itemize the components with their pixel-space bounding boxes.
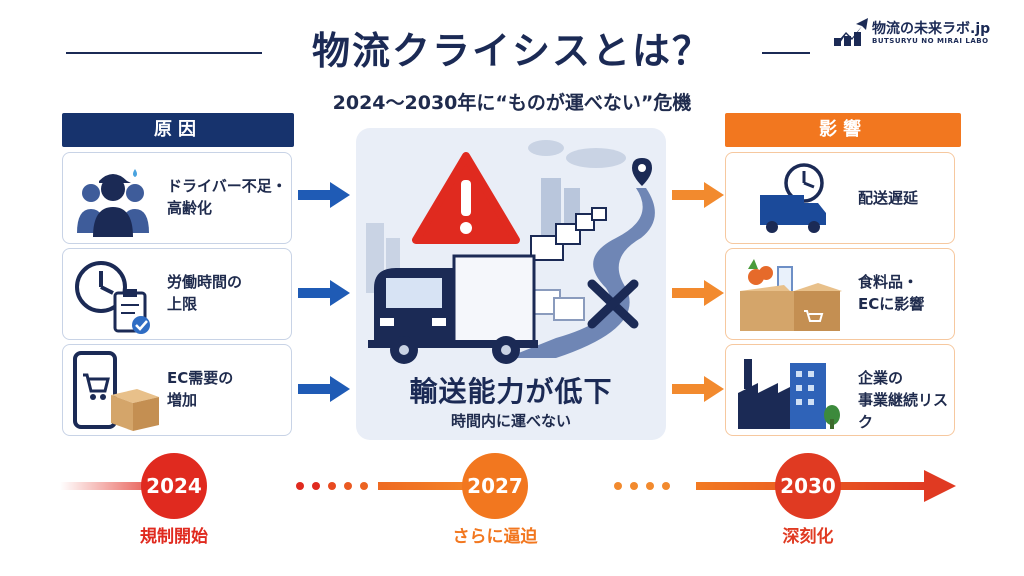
title-rule-right bbox=[762, 52, 810, 54]
cause-label-1: ドライバー不足・ 高齢化 bbox=[167, 177, 287, 217]
title-rule-left bbox=[66, 52, 262, 54]
timeline-label-2027: さらに逼迫 bbox=[452, 527, 538, 547]
cause-label-3: EC需要の 増加 bbox=[167, 369, 234, 409]
page-title: 物流クライシスとは？ bbox=[311, 29, 712, 73]
smartphone-cart-icon bbox=[73, 351, 159, 431]
truck-road-illustration bbox=[366, 140, 655, 364]
arrow-right-icon bbox=[298, 376, 350, 402]
timeline-year-2027: 2027 bbox=[462, 453, 528, 519]
effect-label-1: 配送遅延 bbox=[858, 189, 919, 207]
logo-name: 物流の未来ラボ.jp bbox=[872, 21, 991, 37]
effect-card-food-ec: 食料品・ ECに影響 bbox=[725, 248, 955, 340]
effects-header: 影響 bbox=[725, 113, 961, 147]
arrow-right-icon bbox=[672, 376, 724, 402]
logo-mark-icon bbox=[834, 18, 868, 46]
timeline-year-2024: 2024 bbox=[141, 453, 207, 519]
timeline-year-2030: 2030 bbox=[775, 453, 841, 519]
arrow-right-icon bbox=[298, 182, 350, 208]
clock-clipboard-icon bbox=[75, 261, 150, 334]
effect-label-3: 企業の 事業継続リスク bbox=[858, 369, 949, 431]
timeline-label-2030: 深刻化 bbox=[782, 527, 834, 547]
factory-icon bbox=[738, 359, 840, 429]
cause-card-drivers: ドライバー不足・ 高齢化 bbox=[62, 152, 292, 244]
center-sub-label: 時間内に運べない bbox=[450, 412, 571, 430]
cause-label-2: 労働時間の 上限 bbox=[167, 273, 243, 313]
arrow-right-icon bbox=[672, 182, 724, 208]
effect-card-delivery-delay: 配送遅延 bbox=[725, 152, 955, 244]
cause-card-working-hours: 労働時間の 上限 bbox=[62, 248, 292, 340]
drivers-icon bbox=[77, 169, 149, 237]
timeline-label-2024: 規制開始 bbox=[140, 527, 208, 547]
arrow-right-icon bbox=[672, 280, 724, 306]
arrow-right-icon bbox=[298, 280, 350, 306]
center-main-label: 輸送能力が低下 bbox=[409, 375, 613, 408]
logo-subtitle: BUTSURYU NO MIRAI LABO bbox=[872, 37, 989, 45]
page-subtitle: 2024〜2030年に“ものが運べない”危機 bbox=[332, 92, 692, 114]
cause-card-ec-demand: EC需要の 増加 bbox=[62, 344, 292, 436]
causes-header: 原因 bbox=[62, 113, 294, 147]
truck-clock-icon bbox=[760, 163, 826, 233]
effect-label-2: 食料品・ ECに影響 bbox=[858, 273, 925, 313]
effect-card-business-risk: 企業の 事業継続リスク bbox=[725, 344, 955, 436]
food-box-icon bbox=[740, 259, 842, 331]
